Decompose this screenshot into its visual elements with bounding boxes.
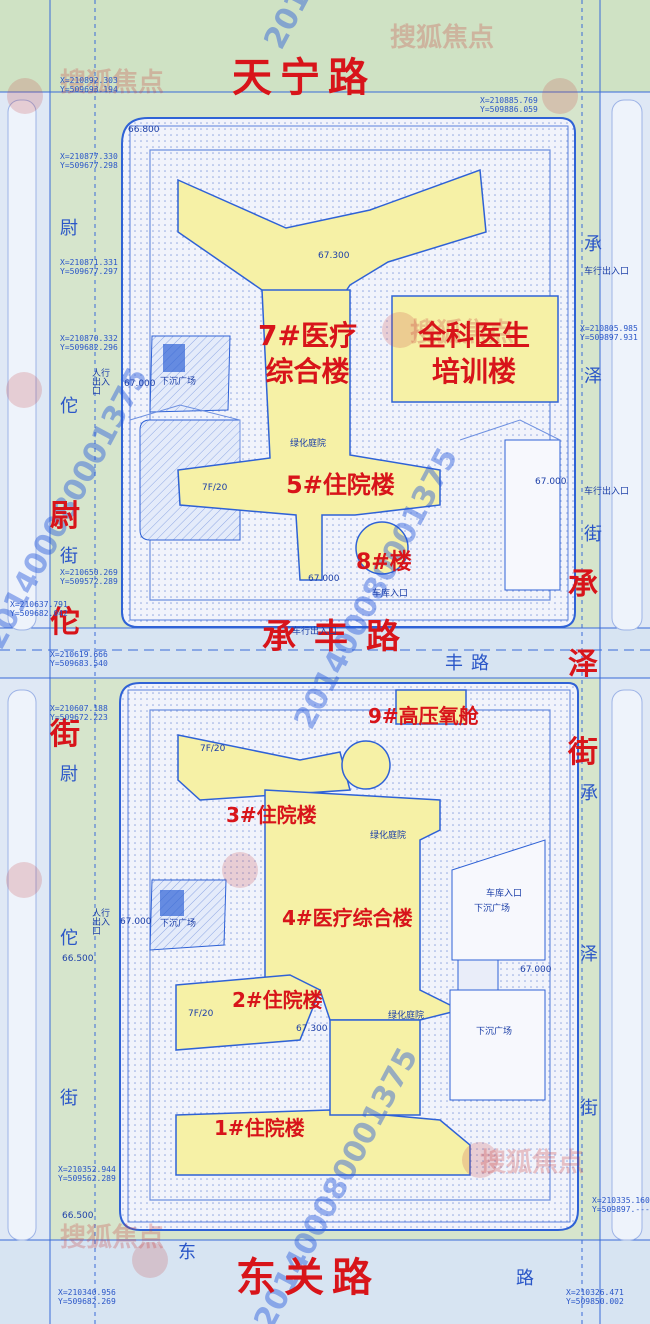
road-label-chengfeng: 承丰路 bbox=[262, 617, 418, 657]
coord-12: X=210340.956 Y=509682.269 bbox=[58, 1288, 116, 1307]
sunken-plaza-north: 下沉广场 bbox=[160, 377, 197, 387]
building-label-5: 5#住院楼 bbox=[286, 471, 395, 499]
south-road-surface bbox=[0, 1240, 650, 1324]
gp-training-line-2: 培训楼 bbox=[432, 355, 517, 389]
building-label-gp-training: 全科医生 培训楼 bbox=[418, 318, 530, 391]
building-label-7: 7#医疗 综合楼 bbox=[258, 318, 357, 391]
road-small-east-1: 承 bbox=[584, 234, 602, 255]
road-small-east-5: 泽 bbox=[580, 944, 598, 965]
coord-5: X=210870.332 Y=509682.296 bbox=[60, 334, 118, 353]
elev-south-west: 67.000 bbox=[120, 917, 152, 927]
watermark-logos bbox=[6, 78, 578, 1278]
road-small-west-1: 尉 bbox=[60, 218, 78, 239]
coord-7: X=210650.269 Y=509572.289 bbox=[60, 568, 118, 587]
gp-training-line-1: 全科医生 bbox=[418, 319, 531, 352]
sunken-plaza-south-2: 下沉广场 bbox=[474, 904, 511, 914]
elev-north-west: 67.000 bbox=[124, 379, 156, 389]
road-small-east-3: 街 bbox=[584, 524, 602, 545]
road-small-west-3: 街 bbox=[60, 546, 78, 567]
vehicle-entry-1: 车行出入口 bbox=[584, 267, 630, 277]
floors-2: 7F/20 bbox=[188, 1009, 214, 1019]
elev-south-east: 67.000 bbox=[520, 965, 552, 975]
elev-west-south: 66.500 bbox=[62, 1211, 94, 1221]
road-small-west-6: 街 bbox=[60, 1088, 78, 1109]
coord-10: X=210607.188 Y=509672.223 bbox=[50, 704, 108, 723]
elev-west-mid: 66.500 bbox=[62, 954, 94, 964]
elev-north-corner: 66.800 bbox=[128, 125, 160, 135]
vehicle-entry-3: 车行出入口 bbox=[292, 627, 338, 637]
coord-6: X=210805.985 Y=509897.931 bbox=[580, 324, 638, 343]
sunken-plaza-south-1: 下沉广场 bbox=[160, 919, 197, 929]
road-label-dongguan: 东关路 bbox=[236, 1255, 380, 1301]
ped-entry-south: 人行出入口 bbox=[92, 909, 111, 937]
coord-14: X=210326.471 Y=509850.002 bbox=[566, 1288, 624, 1307]
road-small-west-5: 佗 bbox=[60, 928, 78, 949]
north-road-band bbox=[0, 0, 650, 92]
building-label-3: 3#住院楼 bbox=[226, 803, 317, 827]
coord-11: X=210352.944 Y=509562.289 bbox=[58, 1165, 116, 1184]
road-small-south-right: 路 bbox=[516, 1268, 534, 1289]
building-7-line-1: 7#医疗 bbox=[258, 319, 357, 352]
road-small-east-6: 街 bbox=[580, 1098, 598, 1119]
garage-entry-south: 车库入口 bbox=[486, 889, 523, 899]
north-block bbox=[121, 117, 576, 628]
road-label-weituo-3: 街 bbox=[50, 717, 80, 752]
elev-south-center: 67.300 bbox=[296, 1024, 328, 1034]
south-block bbox=[119, 682, 579, 1231]
coord-9: X=210619.666 Y=509683.540 bbox=[50, 650, 108, 669]
coord-13: X=210335.160 Y=509897.--- bbox=[592, 1196, 650, 1215]
road-label-chengze-1: 承 bbox=[568, 567, 598, 602]
sunken-plaza-south-3: 下沉广场 bbox=[476, 1027, 513, 1037]
building-label-1: 1#住院楼 bbox=[214, 1116, 305, 1140]
road-small-south-left: 东 bbox=[178, 1242, 196, 1263]
floors-5: 7F/20 bbox=[202, 483, 228, 493]
road-small-middle: 丰路 bbox=[445, 653, 497, 674]
road-small-west-2: 佗 bbox=[60, 396, 78, 417]
brand-watermark-3: 搜狐焦点 bbox=[410, 318, 515, 348]
road-small-east-2: 泽 bbox=[584, 366, 602, 387]
building-7-line-2: 综合楼 bbox=[265, 355, 350, 389]
road-label-chengze-2: 泽 bbox=[568, 647, 598, 682]
middle-road-surface bbox=[0, 628, 650, 678]
garage-entry-north: 车库入口 bbox=[372, 589, 409, 599]
brand-watermark-4: 搜狐焦点 bbox=[60, 1223, 165, 1253]
elev-north-east: 67.000 bbox=[535, 477, 567, 487]
brand-watermark-1: 搜狐焦点 bbox=[390, 23, 495, 53]
building-label-8: 8#楼 bbox=[356, 550, 412, 575]
building-label-2: 2#住院楼 bbox=[232, 988, 323, 1012]
elev-north-center: 67.300 bbox=[318, 251, 350, 261]
building-label-4: 4#医疗综合楼 bbox=[282, 906, 413, 930]
green-court-south-2: 绿化庭院 bbox=[388, 1011, 425, 1021]
road-label-chengze-3: 街 bbox=[568, 735, 598, 770]
coord-4: X=210871.331 Y=509677.297 bbox=[60, 258, 118, 277]
building-label-9: 9#高压氧舱 bbox=[368, 704, 479, 728]
elev-north-south: 67.000 bbox=[308, 574, 340, 584]
road-small-west-4: 尉 bbox=[60, 764, 78, 785]
coord-3: X=210877.330 Y=509677.298 bbox=[60, 152, 118, 171]
coord-2: X=210885.769 Y=509886.059 bbox=[480, 96, 538, 115]
floors-3: 7F/20 bbox=[200, 744, 226, 754]
coord-8: X=210637.791 Y=509682.042 bbox=[10, 600, 68, 619]
green-court-north: 绿化庭院 bbox=[290, 439, 327, 449]
coord-1: X=210892.303 Y=509693.194 bbox=[60, 76, 118, 95]
green-court-south: 绿化庭院 bbox=[370, 831, 407, 841]
brand-watermark-2: 搜狐焦点 bbox=[60, 68, 165, 98]
road-label-weituo-1: 尉 bbox=[50, 499, 80, 534]
road-label-tianning: 天宁路 bbox=[232, 55, 376, 101]
ped-entry-north: 人行出入口 bbox=[92, 369, 111, 397]
road-label-weituo-2: 佗 bbox=[50, 605, 80, 640]
brand-watermark-5: 搜狐焦点 bbox=[480, 1148, 585, 1178]
vehicle-entry-2: 车行出入口 bbox=[584, 487, 630, 497]
road-small-east-4: 承 bbox=[580, 783, 598, 804]
